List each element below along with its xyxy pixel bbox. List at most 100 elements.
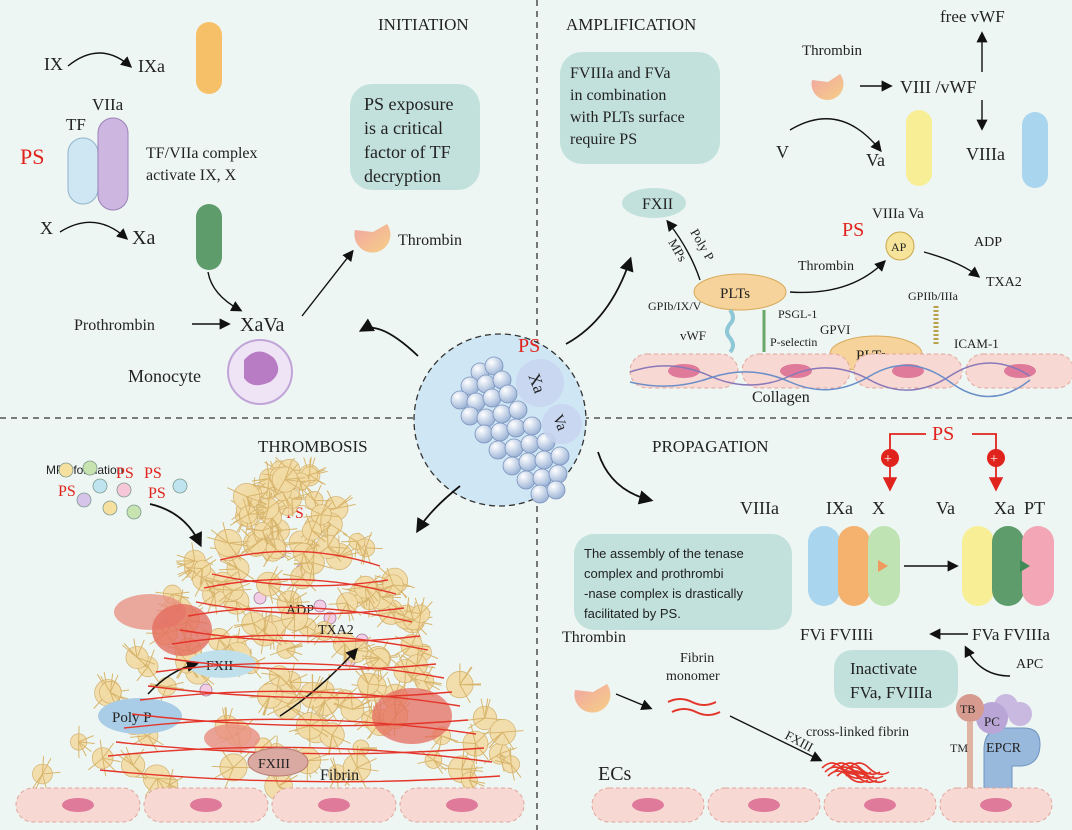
tenase-arrow-icon xyxy=(878,560,888,572)
platelet-pseudopod xyxy=(408,613,422,627)
platelet-pseudopod xyxy=(327,529,340,548)
cell-nucleus xyxy=(668,364,700,378)
vesicle-bead xyxy=(488,440,508,460)
platelet-pseudopod xyxy=(355,670,369,685)
platelet-pseudopod xyxy=(365,574,381,588)
platelet-pseudopod xyxy=(236,601,255,612)
platelet-pseudopod xyxy=(368,599,370,618)
platelet-pseudopod xyxy=(159,686,168,703)
platelet-pseudopod xyxy=(221,749,234,768)
vesicle-bead xyxy=(506,418,526,438)
collagen-fiber-2 xyxy=(629,364,1031,398)
platelet-pseudopod xyxy=(289,601,310,604)
platelet-pseudopod xyxy=(441,735,458,743)
platelet-pseudopod xyxy=(352,701,371,710)
platelet-pseudopod xyxy=(327,734,333,756)
platelet-pseudopod xyxy=(291,498,294,517)
platelet-pseudopod xyxy=(261,672,280,677)
ecs-label: ECs xyxy=(598,763,632,785)
fibrin-strand xyxy=(139,690,461,707)
platelet-pseudopod xyxy=(132,748,145,766)
vesicle-bead xyxy=(476,408,496,428)
vesicle-bead xyxy=(474,424,494,444)
cell-nucleus xyxy=(748,798,780,812)
mps-to-thrombus-arrow xyxy=(149,503,202,548)
prothrombinase-va xyxy=(962,526,994,606)
granule-vesicle xyxy=(313,599,327,613)
thr-ps-1: PS xyxy=(116,465,134,482)
platelet-pseudopod xyxy=(342,533,358,542)
platelet-pseudopod xyxy=(309,474,324,485)
platelet-pseudopod xyxy=(172,593,190,599)
platelet-pseudopod xyxy=(395,619,414,624)
platelet-pseudopod xyxy=(307,615,320,628)
platelet-pseudopod xyxy=(99,739,104,759)
viia-label: VIIa xyxy=(92,95,124,114)
platelet-pseudopod xyxy=(313,630,325,646)
platelet-pseudopod xyxy=(223,590,234,607)
platelet-pseudopod xyxy=(268,583,286,595)
platelet-pseudopod xyxy=(131,735,149,746)
platelet-pseudopod xyxy=(309,704,314,726)
ps-line-left xyxy=(889,433,926,450)
platelet-pseudopod xyxy=(424,680,440,691)
platelet-pseudopod xyxy=(411,644,431,648)
platelet-pseudopod xyxy=(365,547,383,550)
platelet-pseudopod xyxy=(469,779,486,784)
platelet-pseudopod xyxy=(420,601,433,615)
platelet-pseudopod xyxy=(285,648,299,662)
amp-thrombin-label: Thrombin xyxy=(802,43,862,59)
platelet-pseudopod xyxy=(166,681,184,688)
platelet-pseudopod xyxy=(510,763,522,778)
amp-box-line-1: FVIIIa and FVa xyxy=(570,65,670,82)
platelet-pseudopod xyxy=(102,757,107,777)
platelet-pseudopod xyxy=(289,663,295,683)
vesicle-bead xyxy=(522,416,542,436)
gpiib-label: GPIIb/IIIa xyxy=(908,289,959,303)
platelet-pseudopod xyxy=(41,756,45,775)
prothrombinase-pt xyxy=(1022,526,1054,606)
platelet-pseudopod xyxy=(325,673,330,690)
platelet-pseudopod xyxy=(416,648,427,666)
platelet-pseudopod xyxy=(502,731,515,751)
epcr-label: EPCR xyxy=(986,741,1022,756)
thr-ps-3: PS xyxy=(58,483,76,500)
platelet-pseudopod xyxy=(320,500,334,516)
platelet-pseudopod xyxy=(473,743,476,765)
platelet-pseudopod xyxy=(309,725,329,737)
vesicle-bead xyxy=(530,484,550,504)
platelet-pseudopod xyxy=(354,541,358,558)
platelet-pseudopod xyxy=(211,765,234,768)
platelet-pseudopod xyxy=(364,587,368,607)
prothrombinase-arrow-icon xyxy=(1020,560,1030,572)
thr-fxii-label: FXII xyxy=(206,659,234,674)
platelet-pseudopod xyxy=(438,735,443,753)
platelet-pseudopod xyxy=(374,577,382,598)
platelet-pseudopod xyxy=(147,649,155,667)
va-sphere xyxy=(542,404,582,444)
platelet-pseudopod xyxy=(306,695,314,716)
platelet-pseudopod xyxy=(267,583,274,604)
plus-icon-left: + xyxy=(884,452,892,467)
platelet-pseudopod xyxy=(246,528,263,532)
platelet-pseudopod xyxy=(224,707,228,728)
thr-fibrin-label: Fibrin xyxy=(320,767,359,784)
fibrin-strand xyxy=(219,550,381,567)
platelet-pseudopod xyxy=(218,568,239,571)
platelet-pseudopod xyxy=(228,542,250,547)
vesicle-bead xyxy=(450,390,470,410)
initiation-panel: IX IXa VIIa TF PS TF/VIIa complex activa… xyxy=(20,22,480,405)
ix-label: IX xyxy=(44,54,63,74)
platelet-pseudopod xyxy=(285,648,303,656)
fibrin-strand xyxy=(195,601,405,615)
platelet-pseudopod xyxy=(156,777,179,781)
platelet-pseudopod xyxy=(177,661,188,680)
icam-label: ICAM-1 xyxy=(954,336,999,351)
platelet-pseudopod xyxy=(364,586,376,605)
platelet-pseudopod xyxy=(102,742,114,759)
platelet-pseudopod xyxy=(264,612,267,634)
platelet-pseudopod xyxy=(256,508,269,524)
vesicle-bead xyxy=(508,400,528,420)
fibrin-monomer-1 xyxy=(667,698,717,706)
apc-label: APC xyxy=(1016,657,1043,672)
